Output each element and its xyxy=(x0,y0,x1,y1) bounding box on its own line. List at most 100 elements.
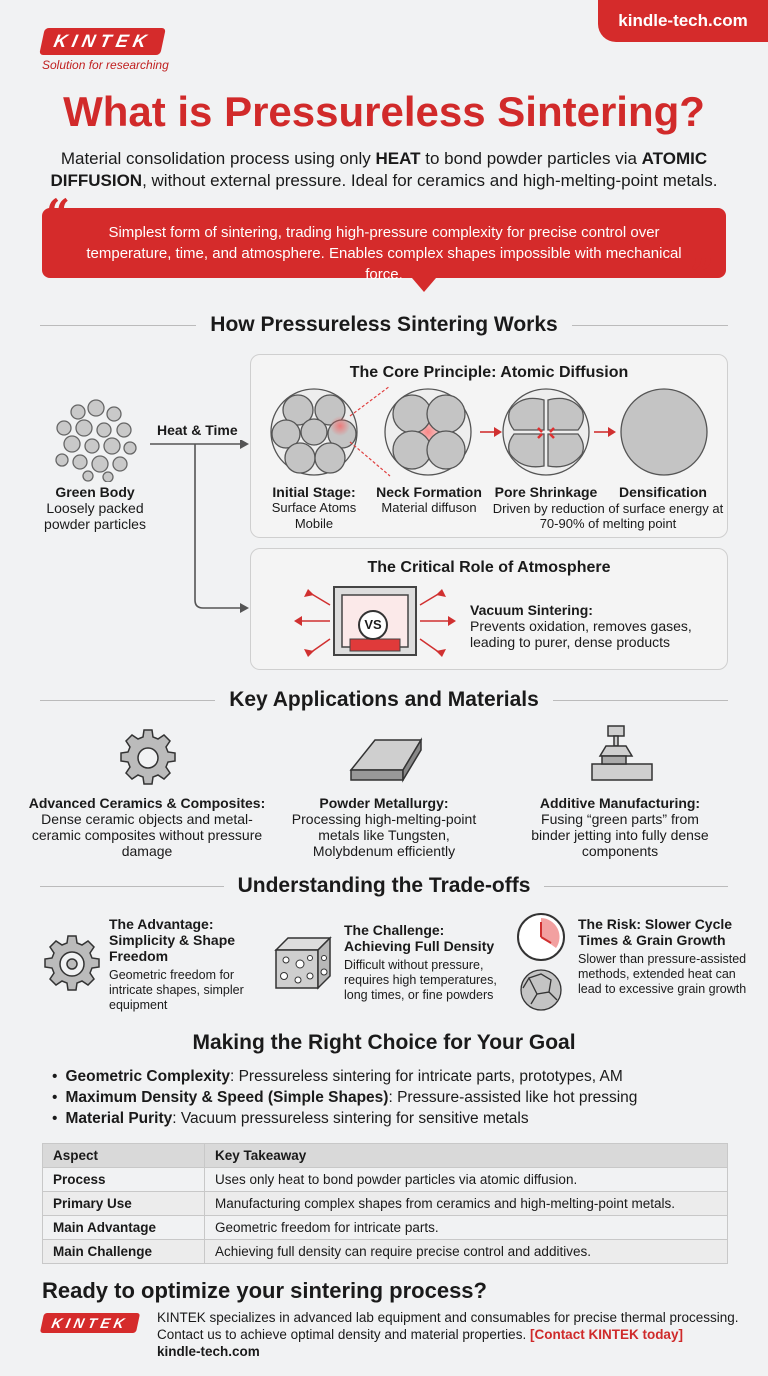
site-url-tab[interactable]: kindle-tech.com xyxy=(598,0,768,42)
stage-dense-title: Densification xyxy=(619,484,707,500)
table-cell: Geometric freedom for intricate parts. xyxy=(204,1215,728,1240)
table-cell: Primary Use xyxy=(42,1191,205,1216)
close-quote-icon: ” xyxy=(690,250,715,299)
stage-pore-caption: Pore Shrinkage xyxy=(486,484,606,500)
divider xyxy=(40,699,216,701)
porous-cube-icon xyxy=(274,936,332,990)
heat-time-label: Heat & Time xyxy=(157,422,238,438)
tradeoff-title: The Advantage: Simplicity & Shape Freedo… xyxy=(109,916,236,964)
table-cell: Main Challenge xyxy=(42,1239,205,1264)
vs-badge: VS xyxy=(358,610,388,640)
section-how-heading: How Pressureless Sintering Works xyxy=(40,313,728,337)
application-item-metallurgy: Powder Metallurgy: Processing high-melti… xyxy=(284,795,484,859)
section-choice-title: Making the Right Choice for Your Goal xyxy=(192,1031,576,1054)
timer-icon xyxy=(517,913,565,961)
divider xyxy=(552,699,729,701)
tradeoff-risk: The Risk: Slower Cycle Times & Grain Gro… xyxy=(578,916,754,997)
diffusion-stages-diagram xyxy=(270,385,708,477)
application-desc: Dense ceramic objects and metal-ceramic … xyxy=(31,811,263,859)
cta-body: KINTEK specializes in advanced lab equip… xyxy=(157,1310,739,1342)
intro-bold-diffusion: ATOMIC DIFFUSION xyxy=(50,149,708,190)
green-body-desc: Loosely packed powder particles xyxy=(44,500,146,532)
contact-link[interactable]: [Contact KINTEK today] xyxy=(529,1327,683,1342)
application-desc: Fusing “green parts” from binder jetting… xyxy=(531,811,709,859)
ingot-icon xyxy=(349,737,423,783)
stage-initial-title: Initial Stage: xyxy=(272,484,356,500)
site-url[interactable]: kindle-tech.com xyxy=(618,11,748,30)
flow-arrows xyxy=(150,440,249,613)
table-header: Aspect xyxy=(42,1143,205,1168)
choice-text: : Pressureless sintering for intricate p… xyxy=(229,1068,623,1085)
divider xyxy=(571,324,728,326)
stage-neck xyxy=(384,388,472,476)
vacuum-sintering-title: Vacuum Sintering: xyxy=(470,602,593,618)
divider xyxy=(40,324,197,326)
green-body-title: Green Body xyxy=(55,484,135,500)
cta-heading: Ready to optimize your sintering process… xyxy=(42,1278,487,1303)
kintek-logo: KINTEK Solution for researching xyxy=(39,28,169,72)
choice-item: Material Purity: Vacuum pressureless sin… xyxy=(52,1108,637,1129)
quote-text: Simplest form of sintering, trading high… xyxy=(86,224,682,283)
table-header: Key Takeaway xyxy=(204,1143,728,1168)
table-cell: Main Advantage xyxy=(42,1215,205,1240)
intro-part-1: Material consolidation process using onl… xyxy=(60,149,376,168)
stage-neck-title: Neck Formation xyxy=(376,484,482,500)
intro-text: Material consolidation process using onl… xyxy=(34,148,734,192)
vacuum-sintering-desc: Prevents oxidation, removes gases, leadi… xyxy=(470,618,692,650)
tradeoff-advantage: The Advantage: Simplicity & Shape Freedo… xyxy=(109,916,267,1013)
application-title: Additive Manufacturing: xyxy=(539,795,701,811)
application-item-additive: Additive Manufacturing: Fusing “green pa… xyxy=(520,795,720,859)
grain-icon xyxy=(520,969,562,1011)
choice-text: : Vacuum pressureless sintering for sens… xyxy=(172,1110,529,1127)
section-applications-heading: Key Applications and Materials xyxy=(40,688,729,712)
tradeoff-title: The Risk: Slower Cycle Times & Grain Gro… xyxy=(578,916,733,948)
page-title: What is Pressureless Sintering? xyxy=(63,88,705,135)
tradeoff-desc: Slower than pressure-assisted methods, e… xyxy=(578,952,747,996)
quote-callout: Simplest form of sintering, trading high… xyxy=(42,208,726,292)
stage-neck-desc: Material diffuson xyxy=(381,500,477,515)
stage-initial-caption: Initial Stage:Surface Atoms Mobile xyxy=(254,484,374,532)
choice-list: Geometric Complexity: Pressureless sinte… xyxy=(52,1066,637,1129)
green-body-caption: Green Body Loosely packed powder particl… xyxy=(30,484,160,532)
gear-icon xyxy=(120,729,176,785)
choice-label: Geometric Complexity xyxy=(65,1068,230,1085)
gear-icon xyxy=(44,935,100,991)
powder-particles-icon xyxy=(55,399,137,482)
cta-site-link[interactable]: kindle-tech.com xyxy=(157,1344,260,1359)
stage-dense-caption: Densification xyxy=(603,484,723,500)
timer-grain-icons xyxy=(517,913,565,1011)
section-applications-title: Key Applications and Materials xyxy=(229,688,539,711)
divider xyxy=(40,885,224,887)
cta-logo: KINTEK xyxy=(39,1313,141,1333)
application-desc: Processing high-melting-point metals lik… xyxy=(291,811,477,859)
section-tradeoffs-heading: Understanding the Trade-offs xyxy=(40,874,729,898)
table-cell: Manufacturing complex shapes from cerami… xyxy=(204,1191,728,1216)
choice-label: Material Purity xyxy=(65,1110,173,1127)
logo-tagline: Solution for researching xyxy=(42,58,169,72)
choice-label: Maximum Density & Speed (Simple Shapes) xyxy=(65,1089,389,1106)
cta-logo-wordmark: KINTEK xyxy=(39,1313,141,1333)
logo-wordmark: KINTEK xyxy=(39,28,166,55)
choice-item: Maximum Density & Speed (Simple Shapes):… xyxy=(52,1087,637,1108)
intro-bold-heat: HEAT xyxy=(375,149,421,168)
printer-icon xyxy=(591,725,653,781)
tradeoff-desc: Difficult without pressure, requires hig… xyxy=(344,958,497,1002)
cta-text: KINTEK specializes in advanced lab equip… xyxy=(157,1309,757,1360)
table-header-row: Aspect Key Takeaway xyxy=(42,1143,728,1168)
intro-part-3: , without external pressure. Ideal for c… xyxy=(142,171,718,190)
application-title: Powder Metallurgy: xyxy=(319,795,449,811)
stage-pore-title: Pore Shrinkage xyxy=(494,484,598,500)
stage-pore xyxy=(502,388,590,476)
core-principle-title: The Core Principle: Atomic Diffusion xyxy=(349,364,629,381)
tradeoff-desc: Geometric freedom for intricate shapes, … xyxy=(109,968,244,1012)
choice-text: : Pressure-assisted like hot pressing xyxy=(388,1089,638,1106)
section-how-title: How Pressureless Sintering Works xyxy=(210,313,558,336)
atmosphere-title: The Critical Role of Atmosphere xyxy=(367,559,611,576)
atmosphere-panel: The Critical Role of Atmosphere xyxy=(250,548,728,670)
vacuum-sintering-text: Vacuum Sintering: Prevents oxidation, re… xyxy=(470,602,720,650)
application-title: Advanced Ceramics & Composites: xyxy=(28,795,266,811)
